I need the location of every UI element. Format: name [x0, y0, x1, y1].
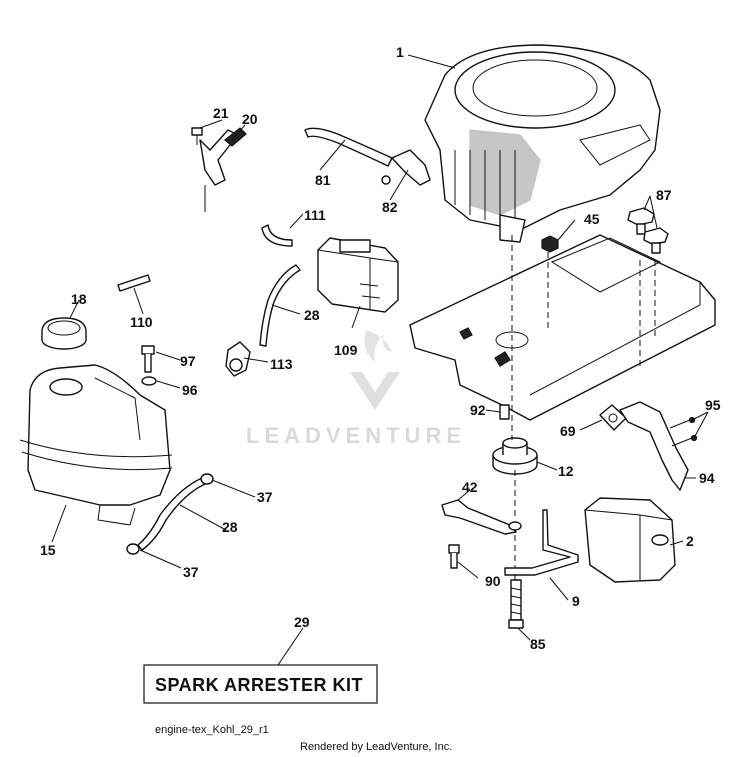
callout-94[interactable]: 94 — [699, 470, 715, 486]
callout-96[interactable]: 96 — [182, 382, 198, 398]
callout-42[interactable]: 42 — [462, 479, 478, 495]
callout-37-lower[interactable]: 37 — [183, 564, 199, 580]
clamp-37-upper[interactable] — [200, 473, 214, 485]
canister-109[interactable] — [317, 237, 399, 313]
pulley-12[interactable] — [492, 437, 538, 475]
washer-96[interactable] — [141, 376, 157, 386]
engine[interactable] — [424, 44, 661, 243]
callout-1[interactable]: 1 — [396, 44, 404, 60]
callout-29[interactable]: 29 — [294, 614, 310, 630]
hose-111[interactable] — [261, 224, 293, 247]
watermark: LEADVENTURE — [246, 330, 466, 448]
bolt-92[interactable] — [499, 404, 510, 420]
callout-87[interactable]: 87 — [656, 187, 672, 203]
fuel-hose-28-lower[interactable] — [137, 477, 206, 551]
bracket-42[interactable] — [441, 499, 522, 535]
callout-81[interactable]: 81 — [315, 172, 331, 188]
kit-box — [143, 664, 378, 704]
callout-2[interactable]: 2 — [686, 533, 694, 549]
callout-69[interactable]: 69 — [560, 423, 576, 439]
bolt-21[interactable] — [191, 127, 203, 145]
callout-37-upper[interactable]: 37 — [257, 489, 273, 505]
callout-95[interactable]: 95 — [705, 397, 721, 413]
watermark-text: LEADVENTURE — [246, 423, 466, 448]
callout-82[interactable]: 82 — [382, 199, 398, 215]
footer-credit: Rendered by LeadVenture, Inc. — [300, 741, 452, 753]
callout-15[interactable]: 15 — [40, 542, 56, 558]
callout-111[interactable]: 111 — [304, 207, 326, 223]
callout-28-upper[interactable]: 28 — [304, 307, 320, 323]
callout-20[interactable]: 20 — [242, 111, 258, 127]
muffler-2[interactable] — [584, 497, 676, 583]
valve-113[interactable] — [225, 341, 251, 377]
alignment-lines — [511, 235, 656, 580]
bolt-85[interactable] — [508, 579, 524, 629]
nut-45[interactable] — [541, 235, 559, 253]
callout-97[interactable]: 97 — [180, 353, 196, 369]
drawing-id: engine-tex_Kohl_29_r1 — [155, 724, 269, 736]
hose-28-upper[interactable] — [259, 264, 301, 347]
callouts: 1 2 9 12 15 18 20 21 28 28 29 37 37 42 4… — [40, 44, 721, 652]
fuel-line-81[interactable] — [304, 127, 393, 167]
pin-110[interactable] — [117, 274, 151, 292]
callout-21[interactable]: 21 — [213, 105, 229, 121]
callout-109[interactable]: 109 — [334, 342, 358, 358]
spark-arrester-kit[interactable]: SPARK ARRESTER KIT — [143, 664, 378, 704]
frame-plate[interactable] — [409, 234, 716, 421]
callout-90[interactable]: 90 — [485, 573, 501, 589]
rod-9[interactable] — [504, 509, 579, 576]
kit-label: SPARK ARRESTER KIT — [155, 675, 363, 695]
callout-18[interactable]: 18 — [71, 291, 87, 307]
callout-9[interactable]: 9 — [572, 593, 580, 609]
fuel-cap-18[interactable] — [41, 317, 87, 350]
screws-95[interactable] — [669, 416, 698, 447]
callout-110[interactable]: 110 — [130, 314, 153, 330]
callout-113[interactable]: 113 — [270, 356, 293, 372]
fuel-tank-15[interactable] — [19, 364, 173, 526]
callout-28-lower[interactable]: 28 — [222, 519, 238, 535]
exhaust-pipe-94[interactable] — [619, 401, 689, 491]
bolt-97[interactable] — [141, 345, 155, 373]
callout-92[interactable]: 92 — [470, 402, 486, 418]
mounting-bolt-87[interactable] — [627, 207, 669, 254]
callout-45[interactable]: 45 — [584, 211, 600, 227]
bolt-90[interactable] — [448, 544, 460, 569]
leader-lines — [51, 54, 709, 666]
callout-85[interactable]: 85 — [530, 636, 546, 652]
clamp-37-lower[interactable] — [126, 543, 140, 555]
fuel-filter-82[interactable] — [381, 149, 431, 186]
throttle-control-20[interactable] — [199, 127, 247, 212]
callout-12[interactable]: 12 — [558, 463, 574, 479]
